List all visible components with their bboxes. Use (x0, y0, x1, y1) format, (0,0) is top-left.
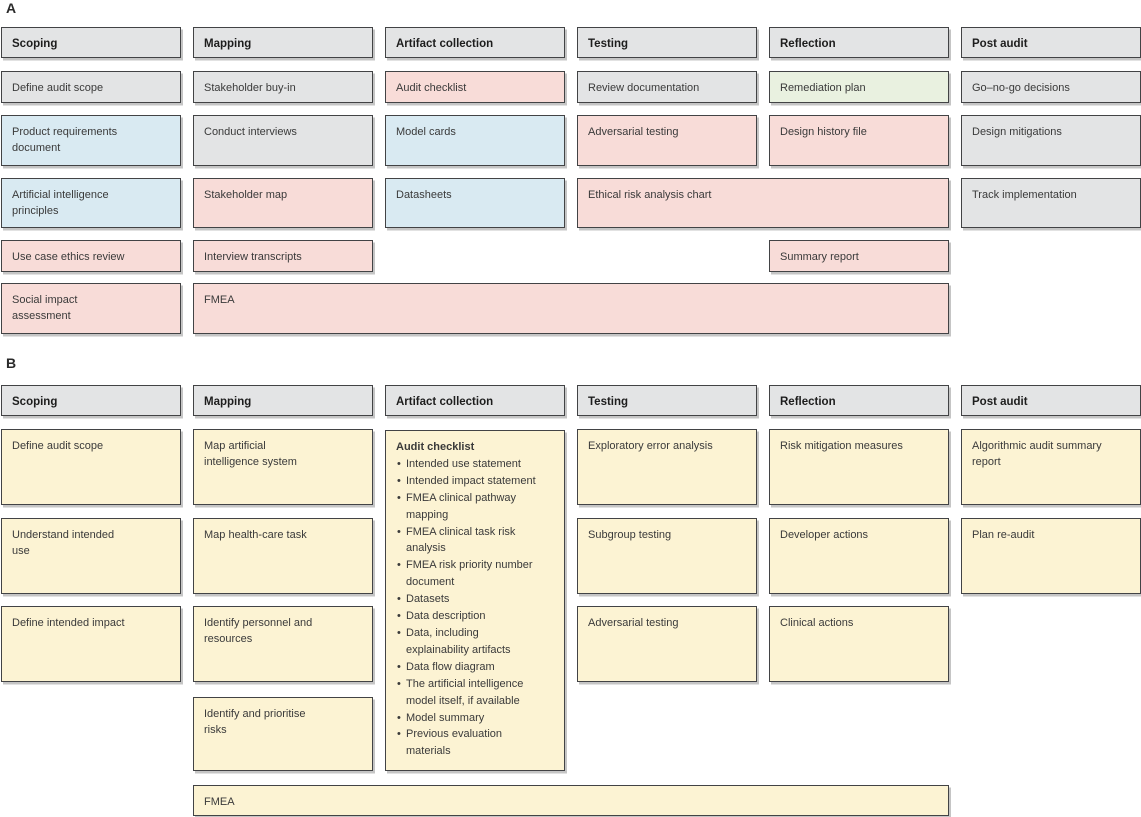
checklist-item: Intended impact statement (396, 473, 554, 490)
box-track-implementation: Track implementation (961, 178, 1141, 228)
box-audit-checklist: Audit checklistIntended use statementInt… (385, 430, 565, 771)
checklist-item: Datasets (396, 591, 554, 608)
checklist-item: Previous evaluation materials (396, 726, 554, 760)
column-header-testing: Testing (577, 27, 757, 58)
column-header-scoping: Scoping (1, 385, 181, 416)
panel-b-label: B (6, 355, 17, 371)
box-stakeholder-buy-in: Stakeholder buy-in (193, 71, 373, 103)
box-stakeholder-map: Stakeholder map (193, 178, 373, 228)
column-header-reflection: Reflection (769, 385, 949, 416)
checklist-item: Data flow diagram (396, 659, 554, 676)
column-header-post-audit: Post audit (961, 27, 1141, 58)
checklist-item: Data description (396, 608, 554, 625)
box-adversarial-testing: Adversarial testing (577, 115, 757, 166)
checklist-title: Audit checklist (396, 441, 475, 453)
box-risk-mitigation-measures: Risk mitigation measures (769, 429, 949, 505)
column-header-mapping: Mapping (193, 385, 373, 416)
box-fmea: FMEA (193, 283, 949, 334)
checklist-item: FMEA clinical pathway mapping (396, 490, 554, 524)
box-artificial-intelligence-principles: Artificial intelligence principles (1, 178, 181, 228)
box-conduct-interviews: Conduct interviews (193, 115, 373, 166)
box-understand-intended-use: Understand intended use (1, 518, 181, 594)
box-ethical-risk-analysis-chart: Ethical risk analysis chart (577, 178, 949, 228)
box-review-documentation: Review documentation (577, 71, 757, 103)
box-algorithmic-audit-summary-report: Algorithmic audit summary report (961, 429, 1141, 505)
column-header-scoping: Scoping (1, 27, 181, 58)
checklist-item: The artificial intelligence model itself… (396, 676, 554, 710)
box-remediation-plan: Remediation plan (769, 71, 949, 103)
box-identify-and-prioritise-risks: Identify and prioritise risks (193, 697, 373, 771)
box-product-requirements-document: Product requirements document (1, 115, 181, 166)
box-developer-actions: Developer actions (769, 518, 949, 594)
box-identify-personnel-and-resources: Identify personnel and resources (193, 606, 373, 682)
box-define-audit-scope: Define audit scope (1, 429, 181, 505)
column-header-post-audit: Post audit (961, 385, 1141, 416)
box-social-impact-assessment: Social impact assessment (1, 283, 181, 334)
checklist-item: Intended use statement (396, 456, 554, 473)
box-datasheets: Datasheets (385, 178, 565, 228)
box-go-no-go-decisions: Go–no-go decisions (961, 71, 1141, 103)
checklist-item: Data, including explainability artifacts (396, 625, 554, 659)
box-define-intended-impact: Define intended impact (1, 606, 181, 682)
column-header-artifact-collection: Artifact collection (385, 385, 565, 416)
box-summary-report: Summary report (769, 240, 949, 272)
panel-a-label: A (6, 0, 17, 16)
column-header-artifact-collection: Artifact collection (385, 27, 565, 58)
box-design-history-file: Design history file (769, 115, 949, 166)
checklist-item: FMEA risk priority number document (396, 557, 554, 591)
box-adversarial-testing: Adversarial testing (577, 606, 757, 682)
checklist-item: FMEA clinical task risk analysis (396, 524, 554, 558)
box-fmea: FMEA (193, 785, 949, 816)
box-model-cards: Model cards (385, 115, 565, 166)
box-interview-transcripts: Interview transcripts (193, 240, 373, 272)
box-subgroup-testing: Subgroup testing (577, 518, 757, 594)
box-map-health-care-task: Map health-care task (193, 518, 373, 594)
box-use-case-ethics-review: Use case ethics review (1, 240, 181, 272)
column-header-testing: Testing (577, 385, 757, 416)
box-clinical-actions: Clinical actions (769, 606, 949, 682)
box-audit-checklist: Audit checklist (385, 71, 565, 103)
box-plan-re-audit: Plan re-audit (961, 518, 1141, 594)
checklist-item: Model summary (396, 710, 554, 727)
column-header-mapping: Mapping (193, 27, 373, 58)
box-map-artificial-intelligence-system: Map artificial intelligence system (193, 429, 373, 505)
box-exploratory-error-analysis: Exploratory error analysis (577, 429, 757, 505)
column-header-reflection: Reflection (769, 27, 949, 58)
box-design-mitigations: Design mitigations (961, 115, 1141, 166)
box-define-audit-scope: Define audit scope (1, 71, 181, 103)
